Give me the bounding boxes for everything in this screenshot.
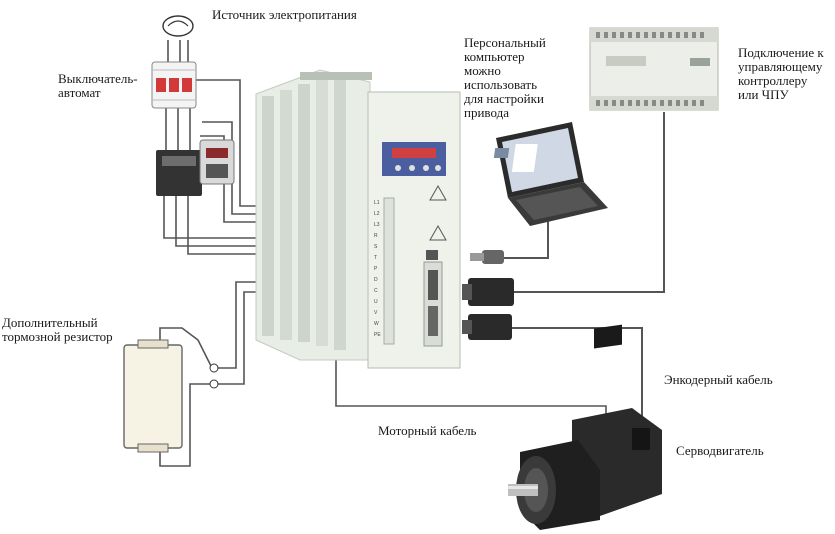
- encoder-cable: [512, 327, 643, 448]
- laptop-icon: [493, 122, 608, 226]
- power-feed-wire: [167, 40, 189, 62]
- power-source-icon: [162, 15, 194, 37]
- circuit-breaker-icon: [151, 61, 197, 109]
- terminal-label: L2: [374, 211, 380, 217]
- terminal-label: W: [374, 321, 379, 327]
- controller-label: Подключение к управляющему контроллеру и…: [738, 45, 824, 102]
- pc-cable: [502, 218, 549, 259]
- warning-icon: [429, 224, 447, 241]
- terminal-label: T: [374, 255, 377, 261]
- motor-cable-label: Моторный кабель: [378, 423, 477, 438]
- terminal-label: U: [374, 299, 378, 305]
- controller-cable: [512, 112, 665, 293]
- terminal-label: L1: [374, 200, 380, 206]
- wire-brake-resistor-bottom: [159, 383, 212, 467]
- terminal-label: V: [374, 310, 378, 316]
- pc-label: Персональный компьютер можно использоват…: [464, 35, 546, 120]
- terminal-label: P: [374, 266, 378, 272]
- brake-resistor-label: Дополнительный тормозной резистор: [2, 315, 113, 344]
- encoder-cable-label: Энкодерный кабель: [664, 372, 773, 387]
- wire-brake-resistor-top: [159, 327, 213, 369]
- brake-resistor-icon: [123, 339, 219, 453]
- terminal-label: R: [374, 233, 378, 239]
- encoder-cable-plug: [462, 314, 512, 340]
- wiring: [159, 40, 665, 467]
- servo-motor-label: Серводвигатель: [676, 443, 764, 458]
- servo-motor-icon: [508, 324, 662, 530]
- power-source-label: Источник электропитания: [212, 7, 357, 22]
- warning-icon: [429, 184, 447, 201]
- pc-cable-plug: [470, 250, 504, 264]
- servo-drive-unit: [255, 69, 461, 369]
- controller-cable-plug: [462, 278, 514, 306]
- contactor-icon: [156, 139, 235, 196]
- plc-controller-icon: [589, 27, 719, 111]
- terminal-label: D: [374, 277, 378, 283]
- terminal-label: L3: [374, 222, 380, 228]
- terminal-label: PE: [374, 332, 381, 338]
- terminal-label: C: [374, 288, 378, 294]
- drive-display-panel: [382, 142, 446, 176]
- breaker-contactor-wire: [165, 108, 191, 150]
- terminal-label: S: [374, 244, 378, 250]
- breaker-label: Выключатель- автомат: [58, 71, 138, 100]
